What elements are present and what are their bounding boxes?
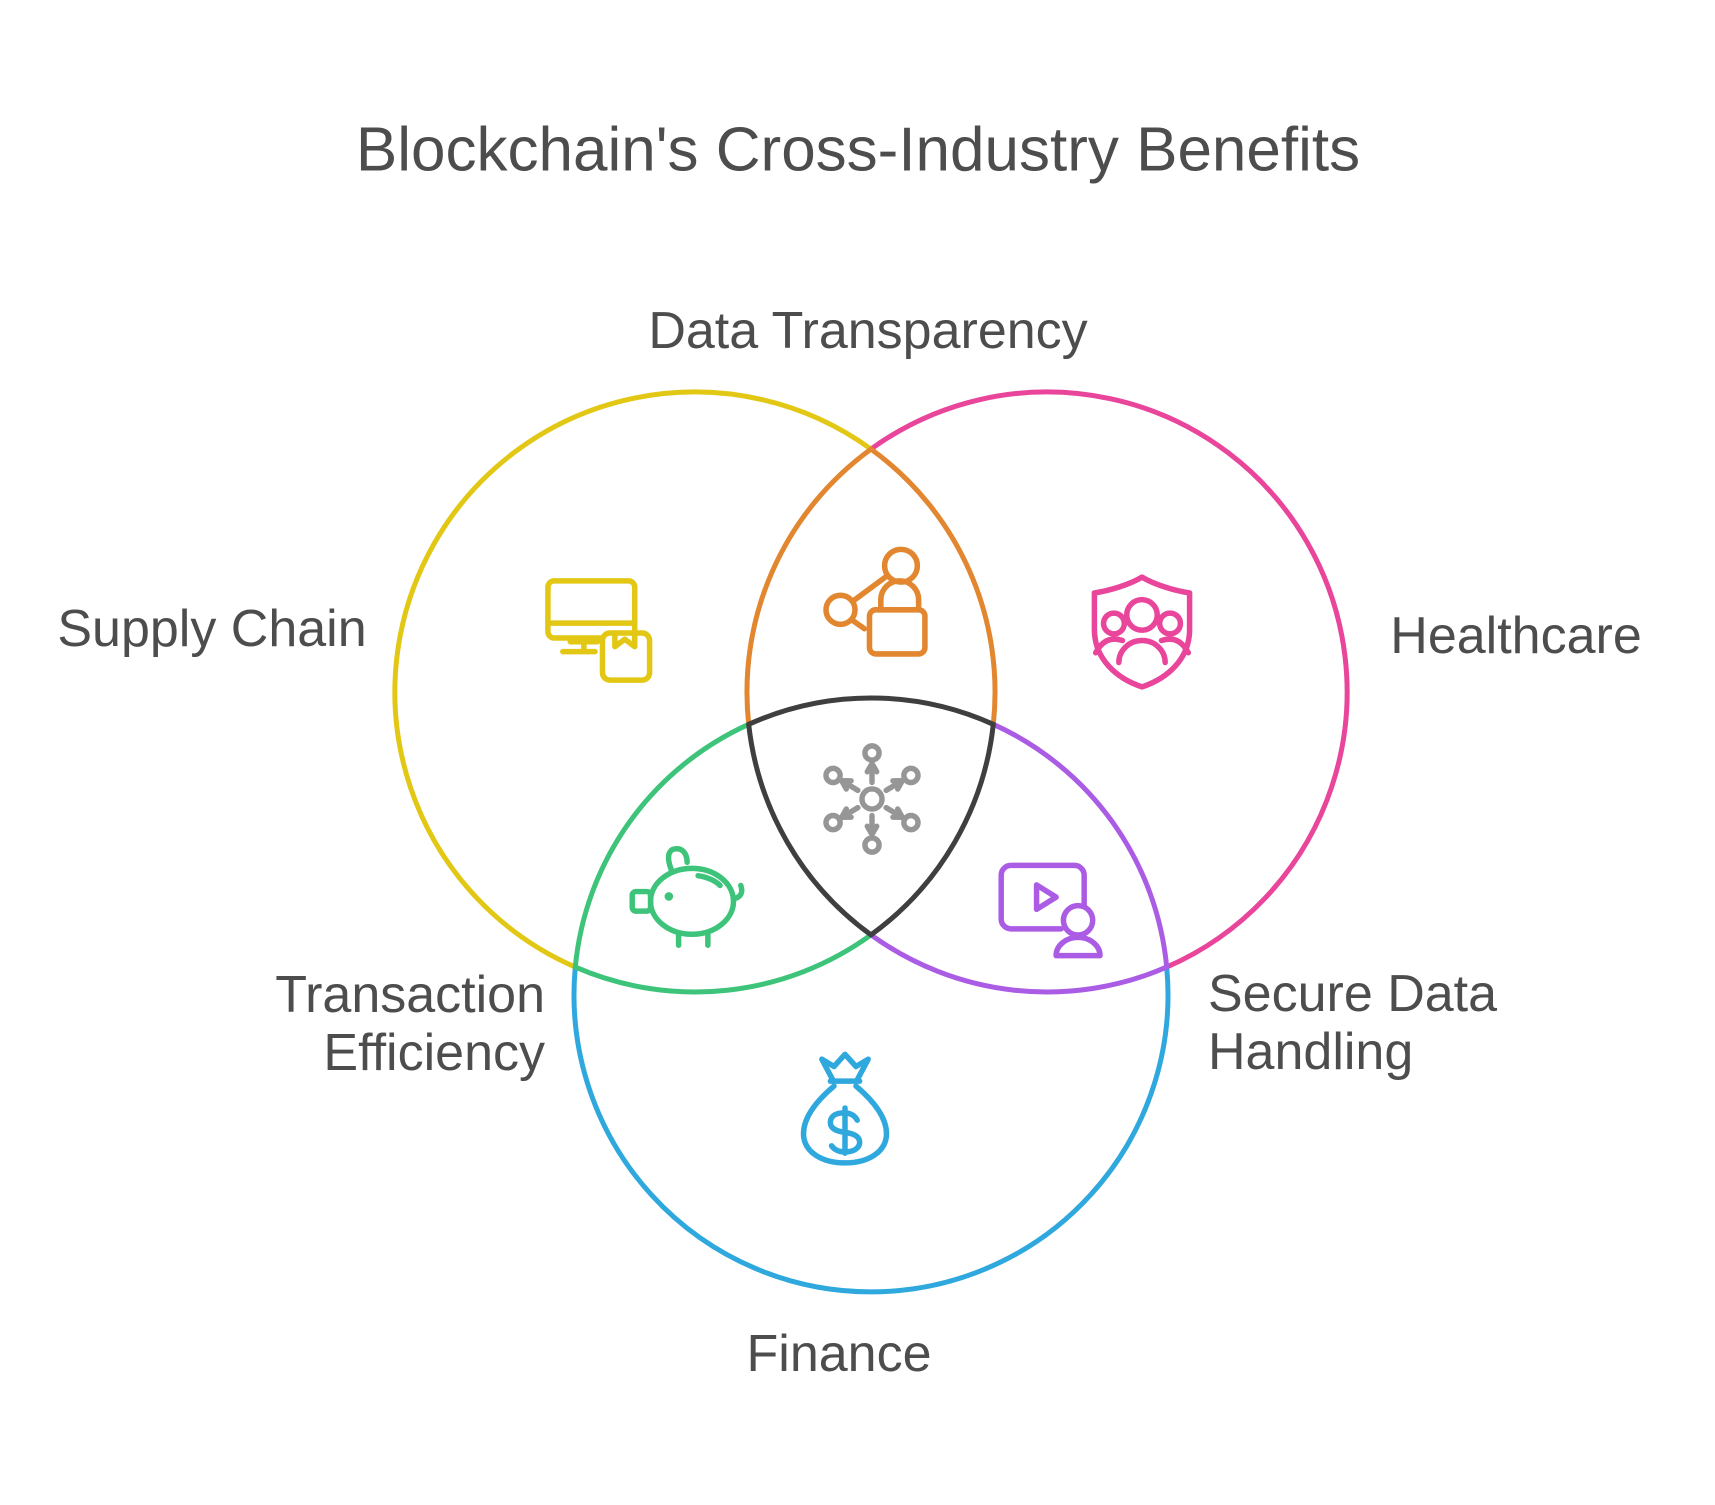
- monitor-package-icon: [545, 578, 653, 683]
- share-lock-icon: [823, 546, 928, 657]
- label-healthcare: Healthcare: [1390, 607, 1642, 665]
- label-secure-data-handling: Secure Data Handling: [1208, 965, 1498, 1081]
- money-bag-icon: [800, 1051, 890, 1166]
- venn-circle-arcs: [392, 389, 1350, 1295]
- label-finance: Finance: [746, 1325, 932, 1383]
- label-transaction-efficiency: Transaction Efficiency: [275, 966, 545, 1082]
- video-user-icon: [998, 862, 1103, 959]
- piggy-bank-icon: [629, 846, 745, 948]
- label-data-transparency: Data Transparency: [648, 302, 1088, 360]
- shield-people-icon: [1091, 574, 1193, 690]
- label-supply-chain: Supply Chain: [57, 600, 367, 658]
- decentralized-network-icon: [823, 743, 921, 855]
- page-title: Blockchain's Cross-Industry Benefits: [355, 115, 1361, 185]
